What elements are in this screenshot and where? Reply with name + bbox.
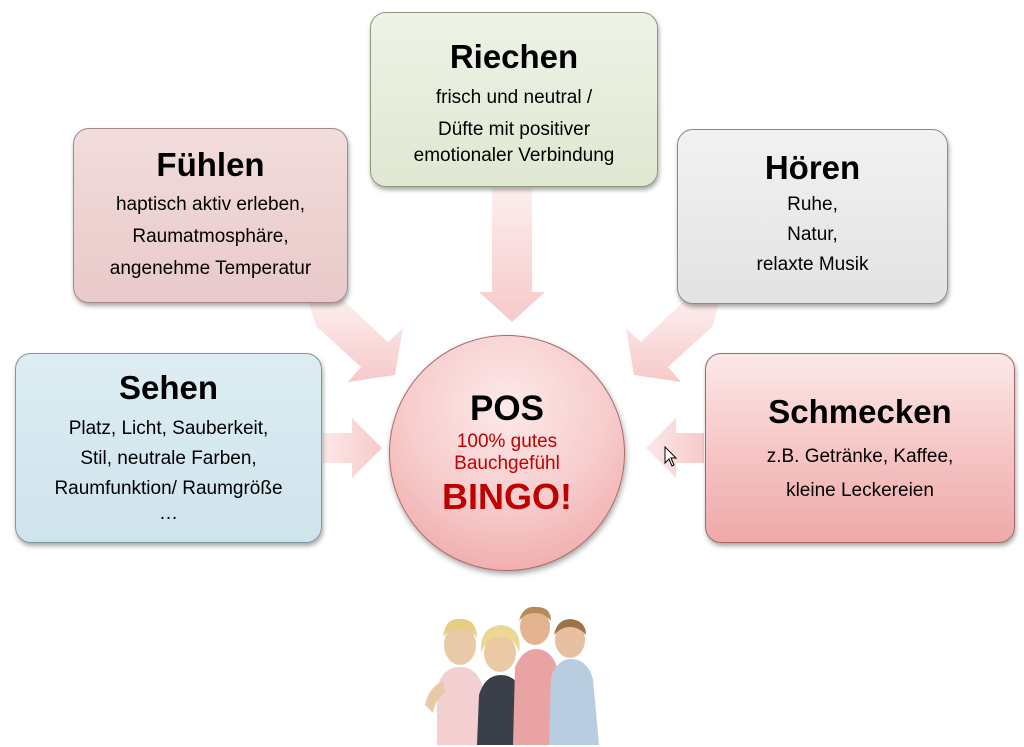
sense-title-fuehlen: Fühlen: [156, 146, 265, 183]
sense-text-line: …: [159, 503, 178, 524]
sense-box-hoeren: Hören Ruhe, Natur, relaxte Musik: [677, 129, 948, 304]
pos-title: POS: [470, 389, 544, 428]
arrow-right-icon: [323, 418, 382, 478]
pos-subtitle-line: Bauchgefühl: [454, 453, 560, 474]
sense-title-hoeren: Hören: [764, 149, 861, 186]
sense-title-riechen: Riechen: [449, 38, 579, 75]
sense-text-line: Natur,: [787, 224, 838, 245]
sense-text-line: Platz, Licht, Sauberkeit,: [68, 418, 269, 439]
sense-box-riechen: Riechen frisch und neutral / Düfte mit p…: [370, 12, 658, 187]
arrow-diagonal-icon: [626, 300, 719, 382]
sense-text-line: Stil, neutrale Farben,: [80, 448, 257, 469]
sense-text-line: kleine Leckereien: [786, 480, 934, 501]
sense-title-sehen: Sehen: [118, 369, 219, 406]
sense-text-line: relaxte Musik: [756, 254, 869, 275]
sense-text-line: emotionaler Verbindung: [413, 145, 615, 166]
sense-box-fuehlen: Fühlen haptisch aktiv erleben, Raumatmos…: [73, 128, 348, 303]
arrow-down-icon: [479, 188, 545, 322]
sense-text-line: Ruhe,: [787, 194, 838, 215]
family-photo: [425, 606, 599, 745]
pos-bingo: BINGO!: [442, 476, 572, 517]
sense-text-line: z.B. Getränke, Kaffee,: [766, 446, 954, 467]
sense-text-line: Raumfunktion/ Raumgröße: [54, 478, 283, 499]
sense-text-line: Düfte mit positiver: [437, 119, 591, 140]
sense-text-line: frisch und neutral /: [435, 87, 593, 108]
pos-subtitle-line: 100% gutes: [456, 431, 558, 452]
mouse-cursor-icon: [664, 446, 678, 467]
sense-title-schmecken: Schmecken: [768, 393, 952, 430]
sense-text-line: angenehme Temperatur: [109, 258, 312, 279]
sense-text-line: Raumatmosphäre,: [132, 226, 289, 247]
sense-box-sehen: Sehen Platz, Licht, Sauberkeit, Stil, ne…: [15, 353, 322, 543]
arrow-left-icon: [646, 418, 704, 478]
pos-circle: POS 100% gutes Bauchgefühl BINGO!: [389, 335, 625, 571]
arrow-diagonal-icon: [308, 300, 403, 382]
sense-text-line: haptisch aktiv erleben,: [115, 194, 306, 215]
sense-box-schmecken: Schmecken z.B. Getränke, Kaffee, kleine …: [705, 353, 1015, 543]
